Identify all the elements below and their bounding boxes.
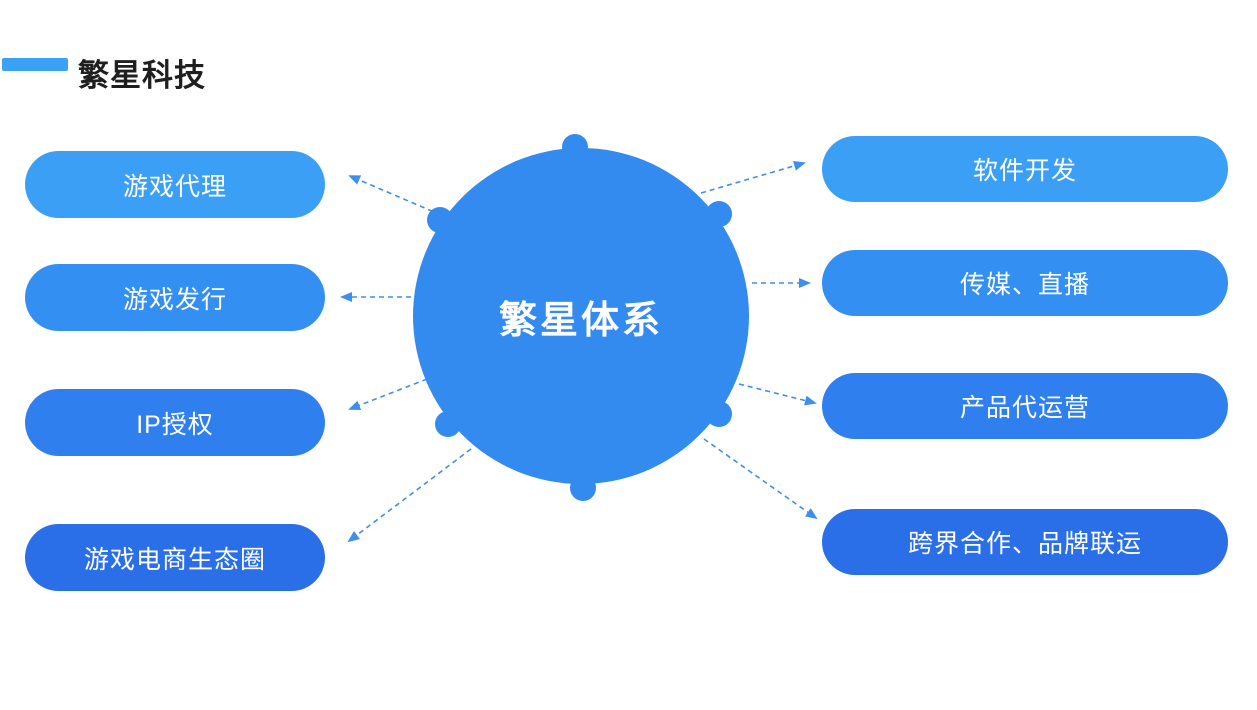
node-software-dev: 软件开发: [822, 136, 1228, 202]
connector-crossover-brand: [703, 438, 818, 520]
node-label: 传媒、直播: [959, 271, 1090, 299]
node-media-live: 传媒、直播: [822, 250, 1228, 316]
node-label: 跨界合作、品牌联运: [907, 530, 1142, 558]
node-label: 游戏代理: [122, 172, 227, 201]
title-accent-bar: [2, 58, 68, 71]
node-game-publishing: 游戏发行: [25, 264, 325, 331]
node-ecommerce-ecosystem: 游戏电商生态圈: [25, 524, 325, 591]
node-game-agency: 游戏代理: [25, 151, 325, 218]
connector-software-dev: [700, 160, 806, 194]
connector-ip-licensing: [348, 378, 428, 411]
page-title: 繁星科技: [78, 58, 206, 93]
node-label: IP授权: [136, 410, 214, 439]
node-label: 软件开发: [972, 157, 1077, 185]
hub-node: 繁星体系: [413, 148, 749, 484]
connector-product-operation: [738, 383, 817, 406]
node-product-operation: 产品代运营: [822, 373, 1228, 439]
node-label: 游戏电商生态圈: [83, 545, 266, 574]
hub-label: 繁星体系: [498, 299, 663, 342]
node-label: 游戏发行: [122, 285, 227, 314]
connector-ecommerce-ecosystem: [347, 448, 472, 543]
node-ip-licensing: IP授权: [25, 389, 325, 456]
node-crossover-brand: 跨界合作、品牌联运: [822, 509, 1228, 575]
connector-game-agency: [348, 175, 442, 216]
node-label: 产品代运营: [959, 394, 1090, 422]
